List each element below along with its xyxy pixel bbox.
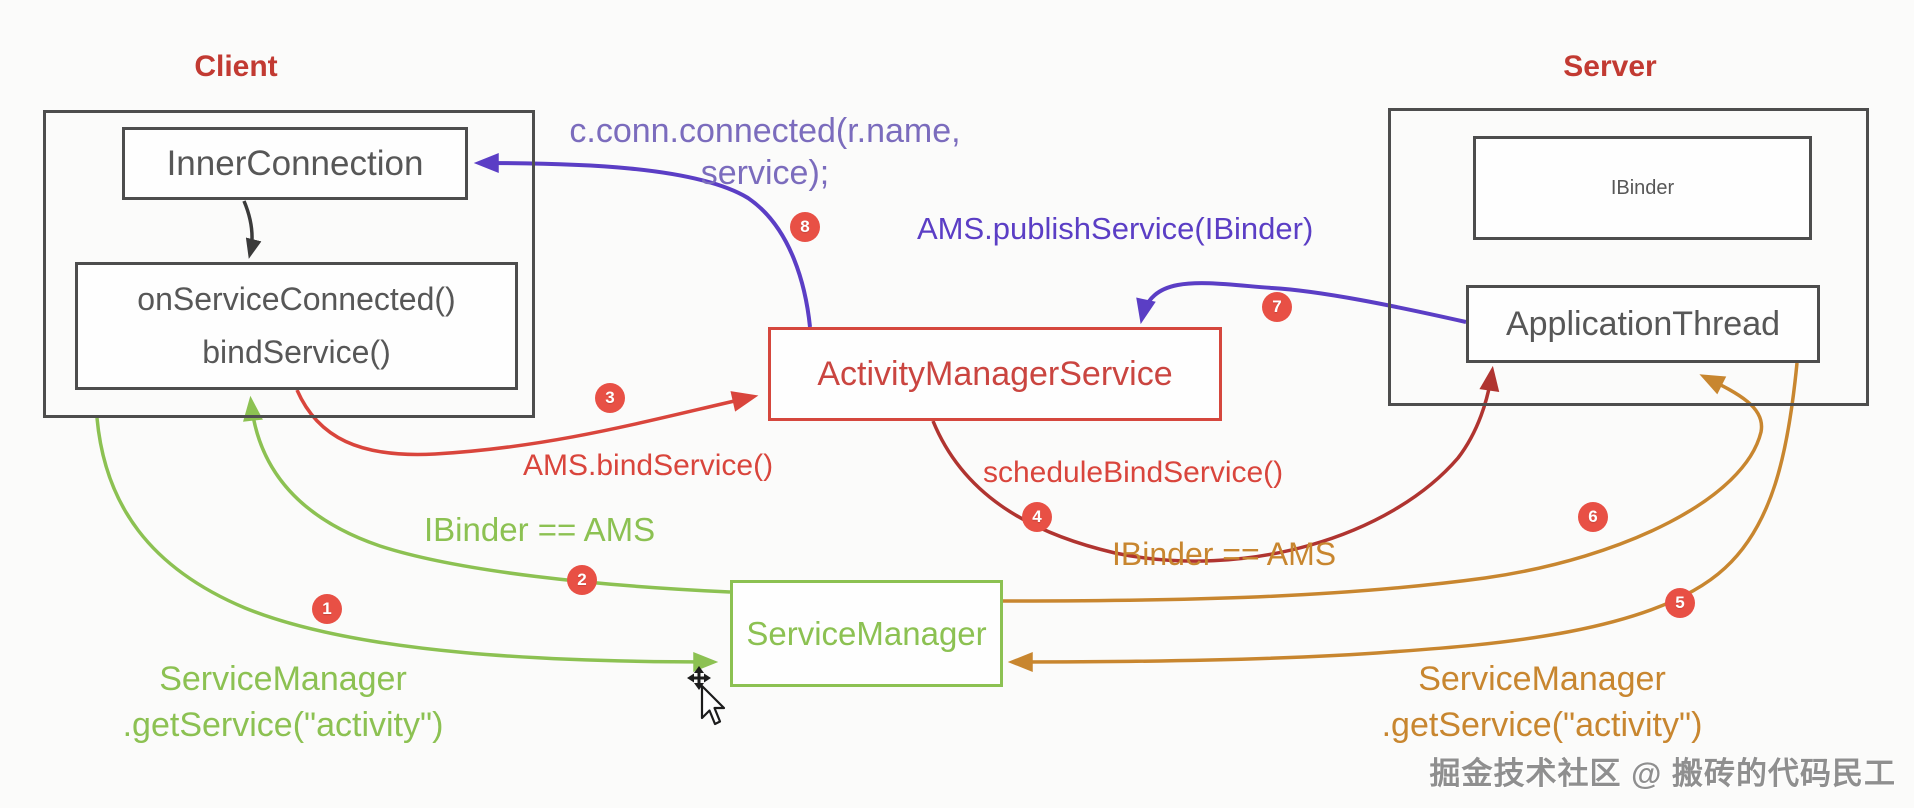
- arrow-step2-ibinder-ams: [243, 395, 731, 594]
- ibinder-label: IBinder: [1610, 176, 1675, 199]
- service-manager-label: ServiceManager: [746, 614, 987, 652]
- publish-service-label: AMS.publishService(IBinder): [917, 211, 1314, 246]
- ibinder-eq-ams-green-label: IBinder == AMS: [424, 511, 656, 548]
- server-title: Server: [1563, 50, 1657, 83]
- on-service-connected-box: onServiceConnected() bindService(): [75, 262, 518, 390]
- on-service-connected-label: onServiceConnected(): [137, 281, 456, 317]
- step-badge-2: 2: [567, 565, 597, 595]
- ibinder-box: IBinder: [1473, 136, 1812, 240]
- step-badge-1: 1: [312, 594, 342, 624]
- get-service-green-label: ServiceManager .getService("activity"): [122, 660, 444, 744]
- application-thread-label: ApplicationThread: [1505, 304, 1781, 343]
- mouse-cursor: [687, 666, 726, 726]
- step-badge-7: 7: [1262, 292, 1292, 322]
- application-thread-box: ApplicationThread: [1466, 285, 1820, 363]
- bind-service-label: bindService(): [202, 334, 391, 370]
- step-badge-4: 4: [1022, 502, 1052, 532]
- inner-connection-box: InnerConnection: [122, 127, 468, 200]
- client-title: Client: [194, 50, 278, 83]
- conn-connected-label: c.conn.connected(r.name, service);: [569, 112, 961, 192]
- watermark-text: 掘金技术社区 @ 搬砖的代码民工: [1429, 756, 1896, 791]
- step-badge-6: 6: [1578, 502, 1608, 532]
- activity-manager-service-box: ActivityManagerService: [768, 327, 1222, 421]
- step-badge-3: 3: [595, 383, 625, 413]
- get-service-orange-label: ServiceManager .getService("activity"): [1381, 660, 1703, 744]
- step-badge-5: 5: [1665, 588, 1695, 618]
- activity-manager-service-label: ActivityManagerService: [817, 354, 1173, 393]
- schedule-bind-service-label: scheduleBindService(): [983, 456, 1284, 489]
- service-manager-box: ServiceManager: [730, 580, 1003, 687]
- step-badge-8: 8: [790, 212, 820, 242]
- ibinder-eq-ams-orange-label: IBinder == AMS: [1112, 536, 1337, 572]
- bind-service-call-label: AMS.bindService(): [523, 449, 774, 482]
- inner-connection-label: InnerConnection: [166, 143, 424, 183]
